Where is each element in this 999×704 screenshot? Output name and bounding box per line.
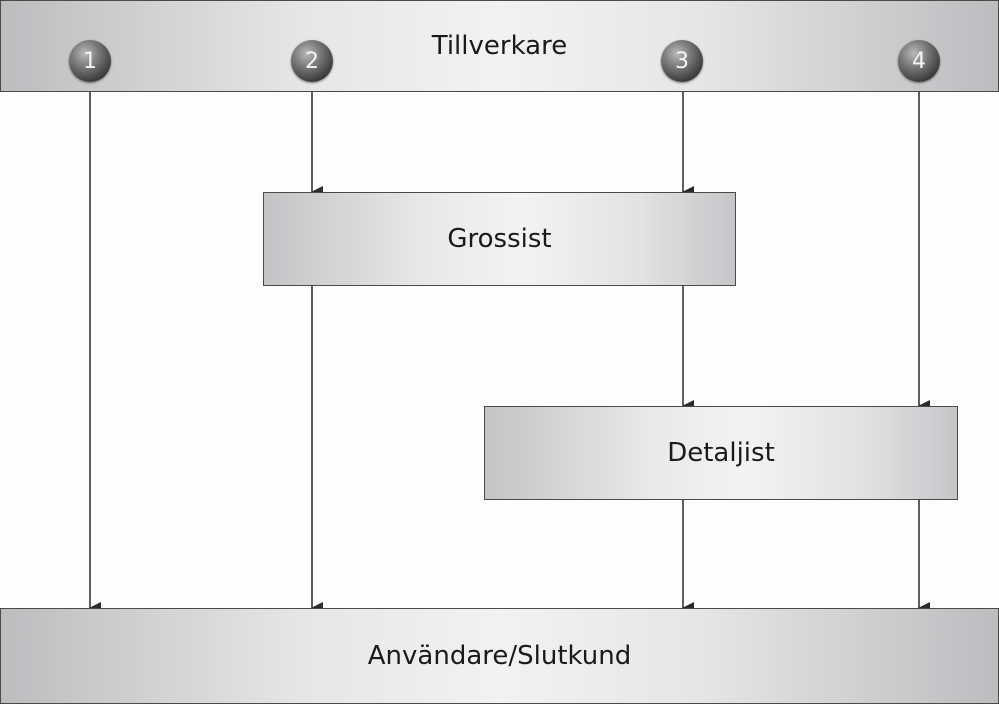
channel-3-badge: 3 — [661, 40, 703, 82]
end-customer-band: Användare/Slutkund — [0, 608, 999, 704]
manufacturer-label: Tillverkare — [431, 31, 568, 61]
retailer-label: Detaljist — [667, 438, 775, 468]
retailer-box: Detaljist — [484, 406, 958, 500]
end-customer-label: Användare/Slutkund — [367, 641, 632, 671]
channel-1-badge: 1 — [69, 40, 111, 82]
manufacturer-band: Tillverkare — [0, 0, 999, 92]
wholesaler-label: Grossist — [447, 224, 552, 254]
channel-4-badge: 4 — [898, 40, 940, 82]
channel-2-badge: 2 — [291, 40, 333, 82]
wholesaler-box: Grossist — [263, 192, 736, 286]
